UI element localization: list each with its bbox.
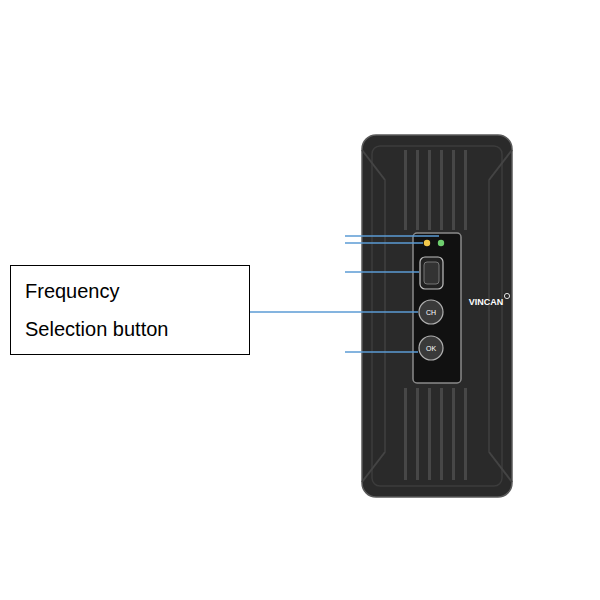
brand-logo: VINCAN bbox=[466, 297, 506, 308]
button-label: CH bbox=[421, 308, 441, 317]
label-box: Frequency Selection button bbox=[10, 265, 250, 355]
button-label: OK bbox=[421, 344, 441, 353]
device-housing bbox=[362, 135, 512, 497]
housing-ridges bbox=[404, 150, 467, 480]
leader-lines bbox=[250, 236, 439, 352]
control-panel bbox=[413, 233, 510, 383]
callout-text: Frequency Selection button bbox=[25, 272, 189, 348]
